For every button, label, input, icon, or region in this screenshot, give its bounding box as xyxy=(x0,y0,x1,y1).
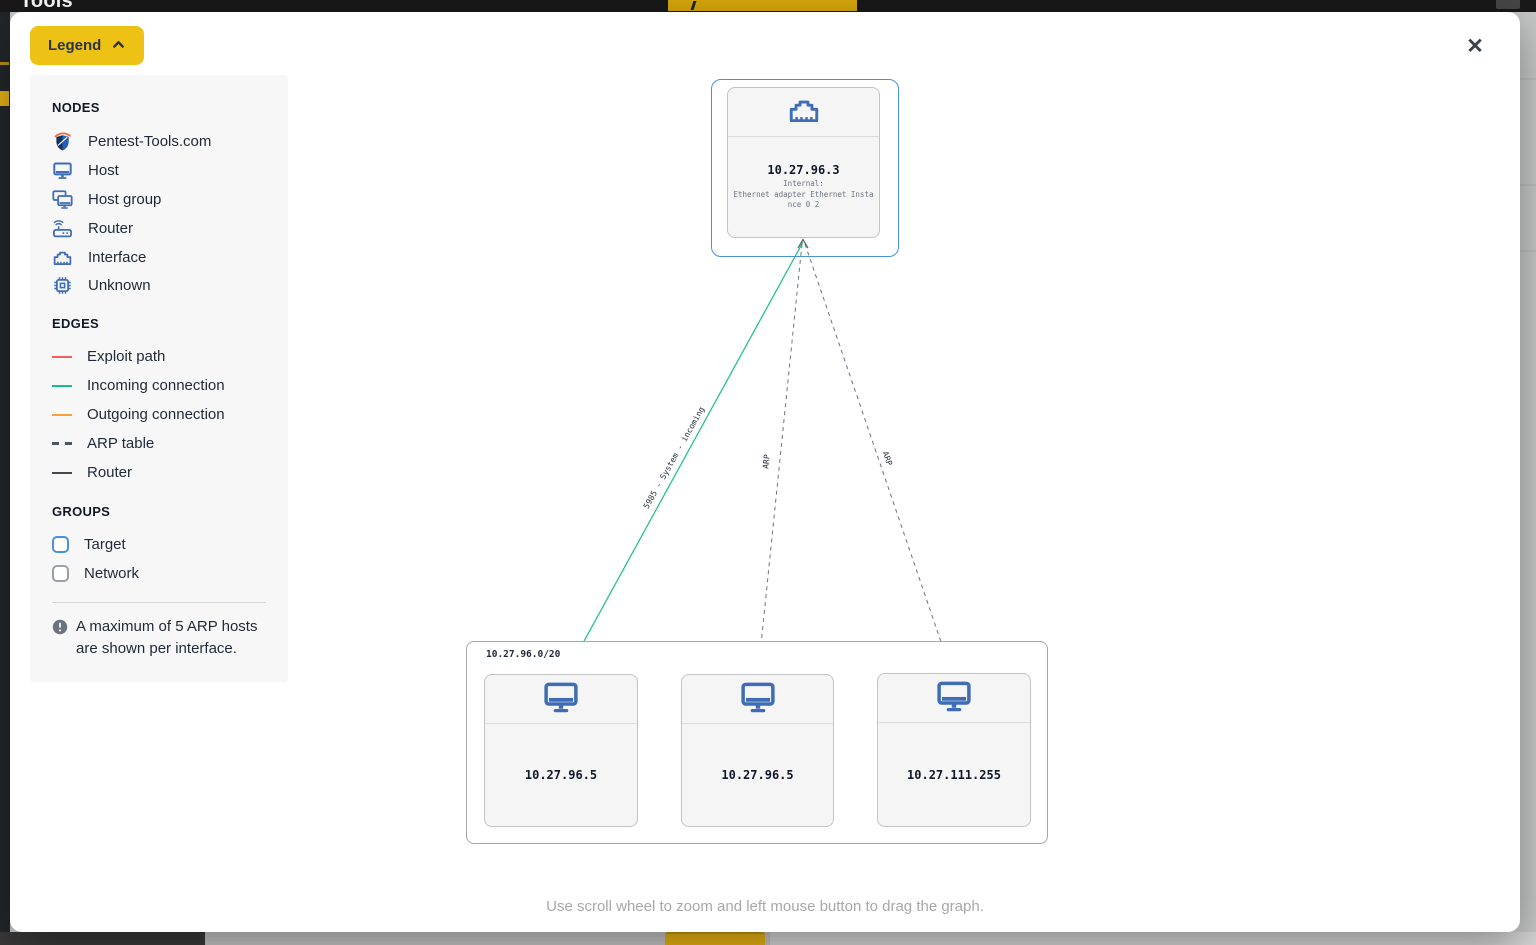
background-sidebar-bottom xyxy=(0,932,205,945)
legend-item-label: Target xyxy=(84,536,126,553)
legend-item-label: Outgoing connection xyxy=(87,406,225,423)
legend-item-host-group: Host group xyxy=(52,185,161,214)
host-icon xyxy=(935,677,973,720)
arp-edge xyxy=(804,243,953,675)
legend-groups-header: GROUPS xyxy=(52,504,111,519)
background-scroll-area[interactable] xyxy=(1520,12,1536,945)
divider xyxy=(1520,250,1536,252)
legend-item-router: Router xyxy=(52,214,133,243)
legend-item-target-group: Target xyxy=(52,530,126,559)
host-icon xyxy=(739,678,777,721)
background-bottom-edge xyxy=(0,932,1536,945)
legend-item-router-edge: Router xyxy=(52,458,132,487)
host-node-icon-area xyxy=(878,674,1030,723)
host-ip: 10.27.111.255 xyxy=(907,767,1001,782)
background-content-bottom xyxy=(770,932,1536,945)
router-icon xyxy=(52,218,73,239)
legend-item-outgoing-connection: Outgoing connection xyxy=(52,400,225,429)
legend-item-exploit-path: Exploit path xyxy=(52,342,165,371)
arp-hosts-note: A maximum of 5 ARP hosts are shown per i… xyxy=(52,616,274,660)
legend-panel: NODES Pentest-Tools.com xyxy=(30,75,288,682)
legend-item-label: Router xyxy=(87,464,133,481)
graph-hint-text: Use scroll wheel to zoom and left mouse … xyxy=(546,898,984,915)
host-icon xyxy=(542,678,580,721)
info-icon xyxy=(52,619,68,660)
legend-item-label: Router xyxy=(88,220,134,237)
divider xyxy=(1520,184,1536,186)
chevron-up-icon xyxy=(111,37,126,55)
background-content-bottom xyxy=(205,932,770,945)
interface-desc-line: nce 0 2 xyxy=(787,200,820,210)
incoming-connection-edge xyxy=(565,241,804,675)
divider xyxy=(1520,78,1536,80)
legend-item-label: Host xyxy=(88,162,119,179)
host-icon xyxy=(52,160,73,181)
divider xyxy=(52,602,266,603)
legend-item-label: Exploit path xyxy=(87,348,166,365)
edge-label-arp: ARP xyxy=(761,454,771,469)
incoming-connection-line-swatch xyxy=(52,384,72,387)
legend-item-incoming-connection: Incoming connection xyxy=(52,371,225,400)
interface-desc-line: Internal: xyxy=(783,179,824,189)
router-line-swatch xyxy=(52,471,72,474)
legend-item-label: Pentest-Tools.com xyxy=(88,133,212,150)
legend-item-pentest-tools: Pentest-Tools.com xyxy=(52,127,211,156)
network-map-modal: Legend ✕ NODES Pentest-Tools.com xyxy=(10,12,1520,932)
legend-item-label: Network xyxy=(84,565,140,582)
background-logo-fragment xyxy=(0,62,9,65)
legend-item-interface: Interface xyxy=(52,243,146,272)
unknown-icon xyxy=(52,275,73,296)
network-cidr-label: 10.27.96.0/20 xyxy=(486,649,561,660)
close-icon[interactable]: ✕ xyxy=(1458,30,1492,64)
host-ip: 10.27.96.5 xyxy=(524,768,598,782)
legend-item-network-group: Network xyxy=(52,559,139,588)
legend-item-host: Host xyxy=(52,156,119,185)
host-group-icon xyxy=(52,189,73,210)
legend-item-label: Incoming connection xyxy=(87,377,225,394)
legend-nodes-header: NODES xyxy=(52,100,100,115)
interface-desc-line: Ethernet adapter Ethernet Insta xyxy=(733,189,874,199)
interface-ip: 10.27.96.3 xyxy=(767,163,840,178)
arp-edge xyxy=(757,243,803,675)
background-scan-button[interactable] xyxy=(668,0,857,11)
legend-toggle-button[interactable]: Legend xyxy=(30,26,145,65)
legend-item-arp-table: ARP table xyxy=(52,429,154,458)
interface-icon xyxy=(787,93,821,132)
host-node[interactable]: 10.27.111.255 xyxy=(877,673,1031,827)
legend-item-label: Unknown xyxy=(88,277,151,294)
edge-label-arp: ARP xyxy=(881,450,894,467)
background-yellow-button[interactable] xyxy=(665,932,765,945)
legend-item-label: Interface xyxy=(88,249,147,266)
target-group-swatch xyxy=(52,536,69,553)
background-top-tab xyxy=(1496,0,1520,9)
host-ip: 10.27.96.5 xyxy=(721,768,794,782)
page-title: Tools xyxy=(20,0,73,12)
arp-table-line-swatch xyxy=(52,442,72,445)
edge-label-incoming: 5985 - System - incoming xyxy=(642,405,707,510)
legend-item-label: Host group xyxy=(88,191,162,208)
interface-node[interactable]: 10.27.96.3 Internal: Ethernet adapter Et… xyxy=(727,87,880,238)
host-node-icon-area xyxy=(485,675,637,724)
host-node[interactable]: 10.27.96.5 xyxy=(484,674,638,827)
arp-hosts-note-text: A maximum of 5 ARP hosts are shown per i… xyxy=(76,618,258,657)
exploit-path-line-swatch xyxy=(52,355,72,358)
interface-node-icon-area xyxy=(728,88,879,137)
legend-toggle-label: Legend xyxy=(48,37,102,54)
interface-icon xyxy=(52,247,73,268)
host-node[interactable]: 10.27.96.5 xyxy=(681,674,834,827)
legend-edges-header: EDGES xyxy=(52,316,100,331)
background-scan-button-icon xyxy=(690,1,697,10)
background-logo-fragment xyxy=(0,91,9,106)
outgoing-connection-line-swatch xyxy=(52,413,72,416)
background-sidebar xyxy=(0,0,10,945)
pentest-tools-logo xyxy=(52,131,73,152)
legend-item-unknown: Unknown xyxy=(52,271,151,300)
legend-item-label: ARP table xyxy=(87,435,155,452)
network-group-swatch xyxy=(52,565,69,582)
host-node-icon-area xyxy=(682,675,833,724)
